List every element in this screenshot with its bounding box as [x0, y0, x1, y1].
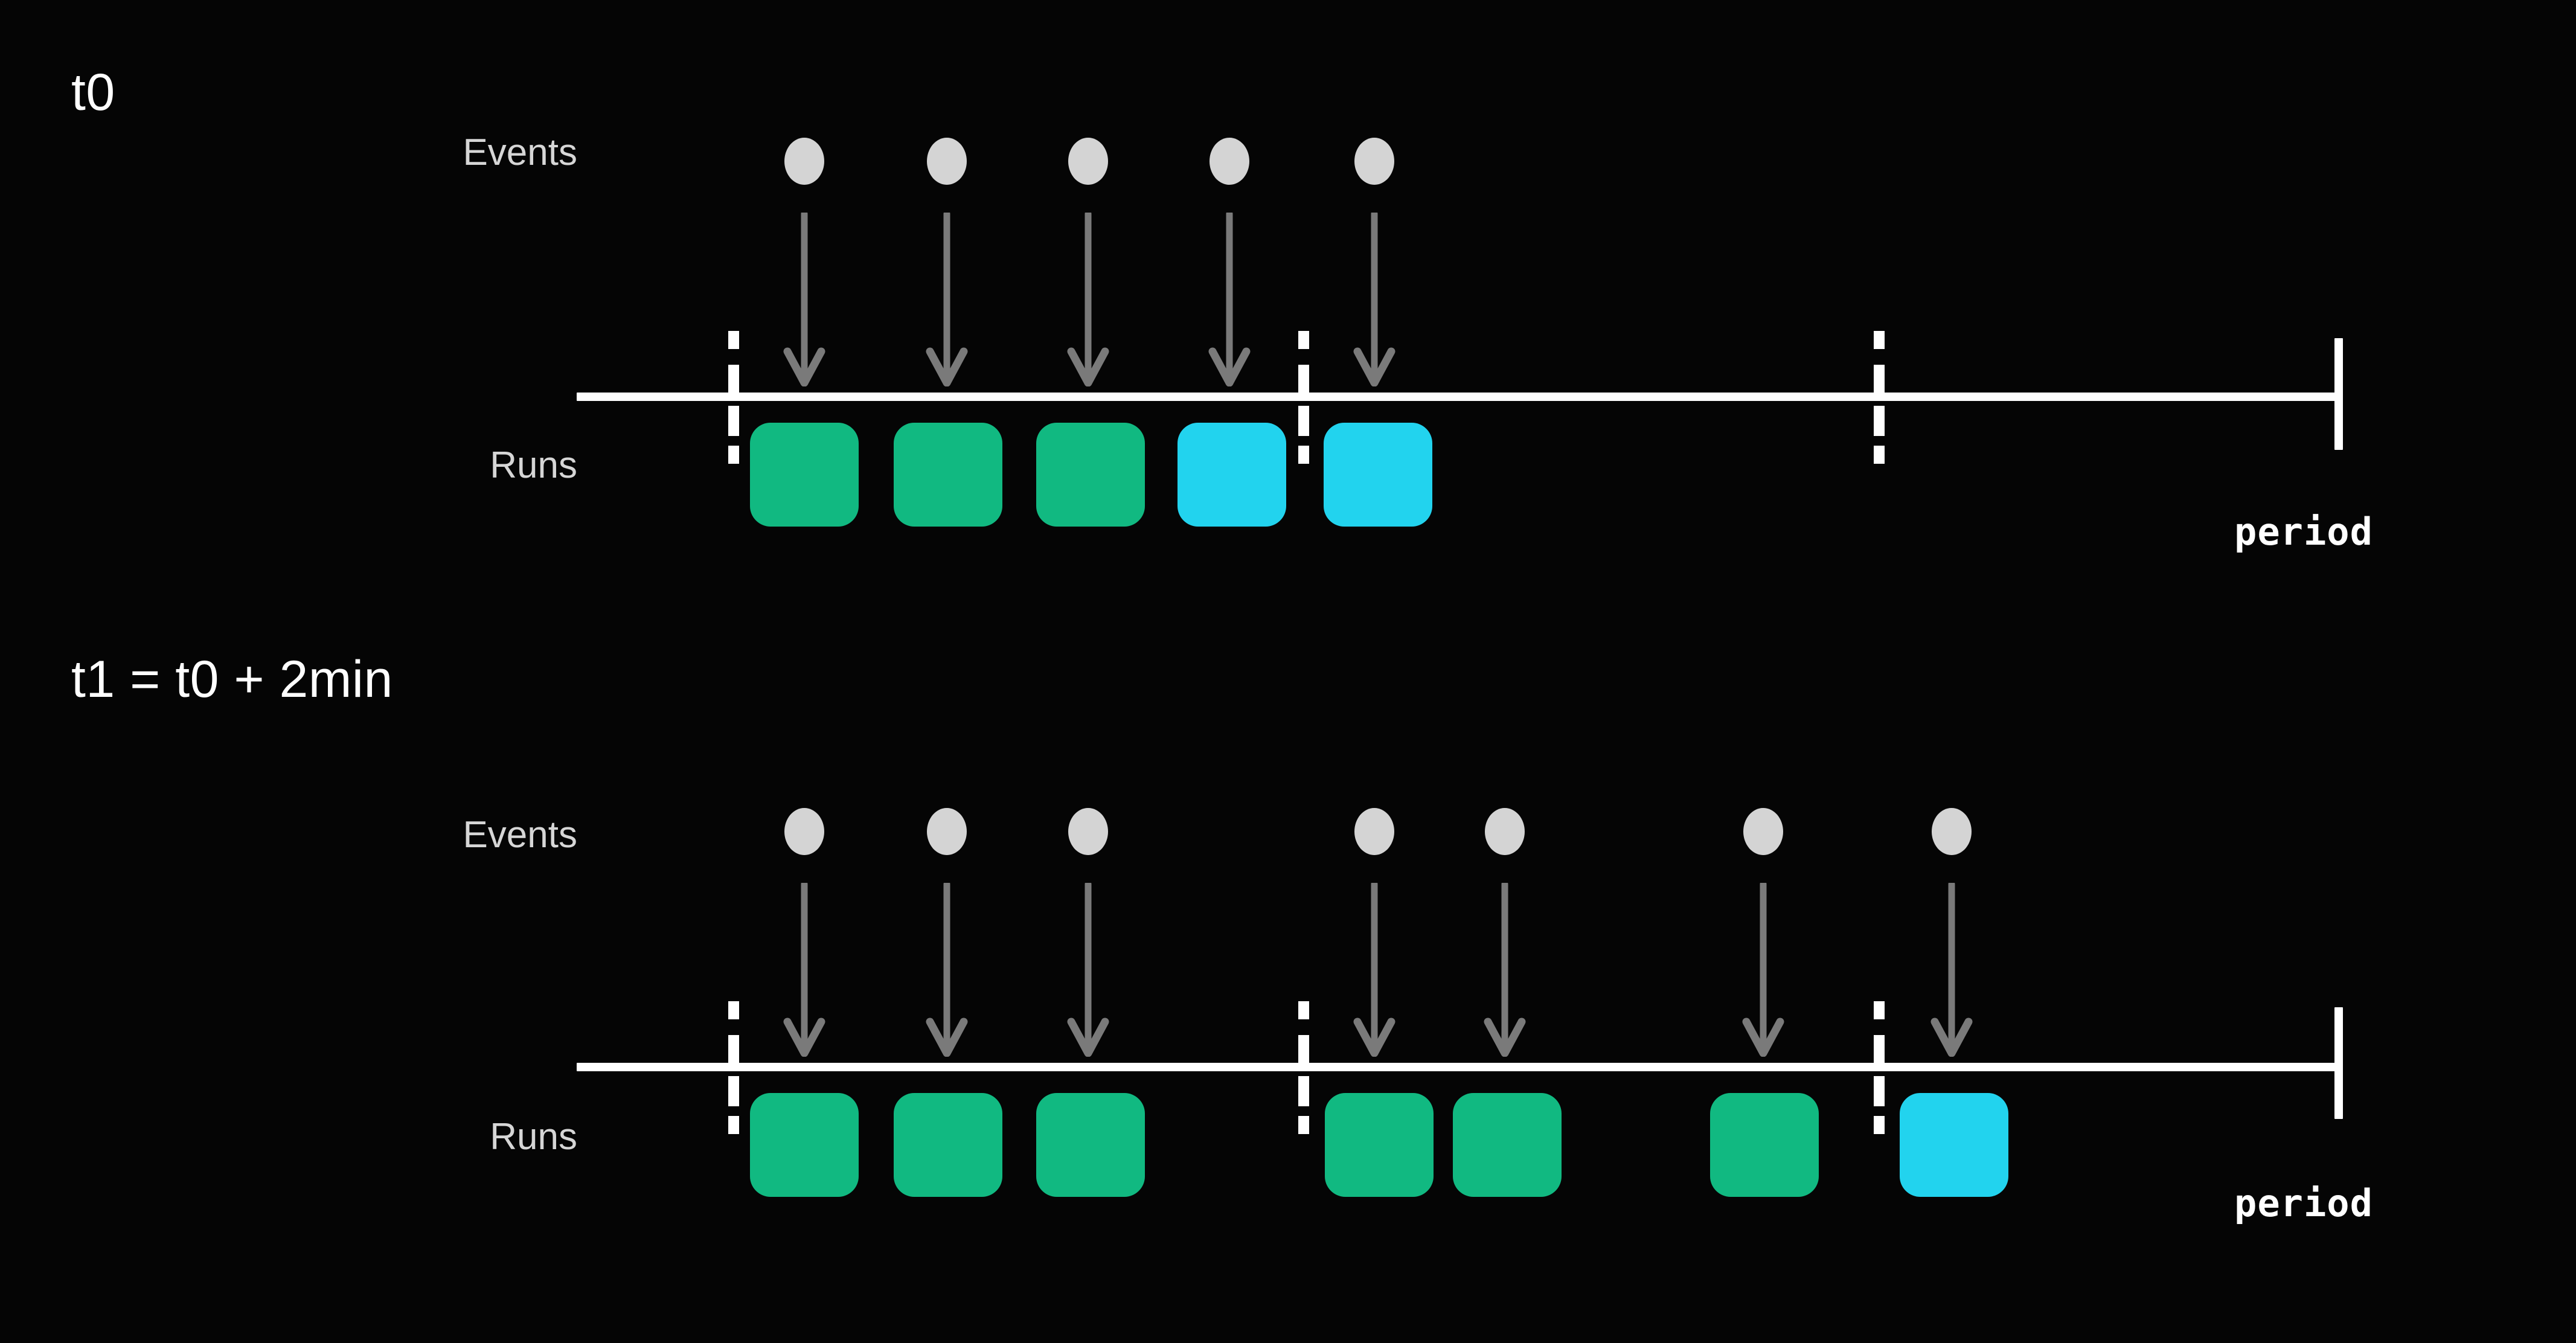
run-box — [1036, 1093, 1145, 1197]
event-arrow — [1064, 213, 1112, 386]
run-box — [894, 423, 1002, 527]
event-arrow — [1481, 883, 1529, 1057]
run-box — [750, 423, 859, 527]
period-boundary-dashed-line — [1874, 331, 1885, 464]
run-box — [1177, 423, 1286, 527]
event-dot — [1068, 138, 1108, 185]
event-arrow — [923, 213, 971, 386]
row-label-runs-t1: Runs — [490, 1116, 577, 1158]
event-arrow — [1350, 213, 1399, 386]
event-arrow — [1350, 883, 1399, 1057]
run-box — [1325, 1093, 1434, 1197]
run-box — [1710, 1093, 1819, 1197]
event-arrow — [780, 213, 828, 386]
timeline-endcap-t1 — [2334, 1007, 2343, 1119]
event-dot — [1210, 138, 1249, 185]
period-label-t1: period — [2234, 1181, 2373, 1225]
period-boundary-dashed-line — [1874, 1001, 1885, 1134]
event-dot — [1932, 808, 1972, 855]
event-dot — [927, 808, 967, 855]
event-dot — [1485, 808, 1525, 855]
event-dot — [927, 138, 967, 185]
row-label-runs-t0: Runs — [490, 444, 577, 486]
period-boundary-dashed-line — [1298, 331, 1309, 464]
timeline-axis-t1 — [577, 1063, 2343, 1071]
period-boundary-dashed-line — [728, 331, 739, 464]
event-dot — [1354, 138, 1394, 185]
event-arrow — [1064, 883, 1112, 1057]
timeline-endcap-t0 — [2334, 338, 2343, 450]
event-arrow — [1205, 213, 1254, 386]
row-label-events-t0: Events — [463, 132, 577, 173]
event-arrow — [1927, 883, 1976, 1057]
run-box — [1036, 423, 1145, 527]
section-title-t0: t0 — [71, 63, 115, 121]
run-box — [1453, 1093, 1562, 1197]
period-label-t0: period — [2234, 510, 2373, 554]
timeline-axis-t0 — [577, 393, 2343, 401]
event-dot — [784, 808, 824, 855]
event-arrow — [1739, 883, 1787, 1057]
run-box — [750, 1093, 859, 1197]
run-box — [1324, 423, 1432, 527]
run-box — [1900, 1093, 2008, 1197]
event-dot — [1743, 808, 1783, 855]
event-dot — [1354, 808, 1394, 855]
period-boundary-dashed-line — [1298, 1001, 1309, 1134]
row-label-events-t1: Events — [463, 814, 577, 856]
event-arrow — [923, 883, 971, 1057]
section-title-t1: t1 = t0 + 2min — [71, 650, 393, 708]
event-dot — [1068, 808, 1108, 855]
period-boundary-dashed-line — [728, 1001, 739, 1134]
run-box — [894, 1093, 1002, 1197]
event-dot — [784, 138, 824, 185]
event-arrow — [780, 883, 828, 1057]
